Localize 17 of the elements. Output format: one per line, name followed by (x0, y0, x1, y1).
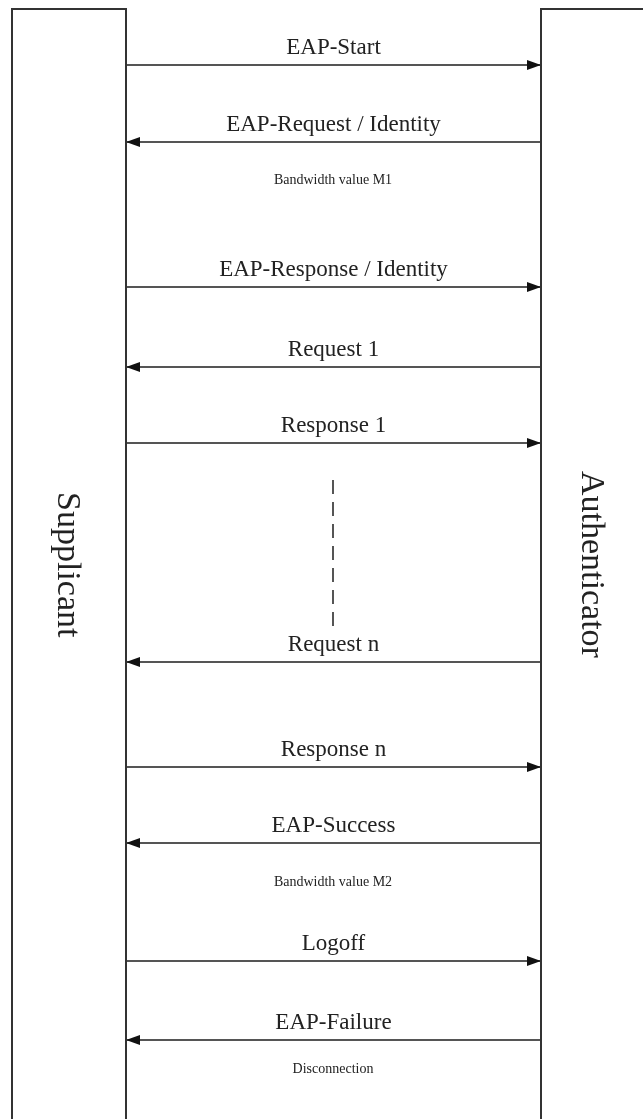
message-label: EAP-Success (271, 813, 396, 836)
message-label: EAP-Request / Identity (226, 112, 441, 135)
message-label: EAP-Start (286, 35, 381, 58)
message-label: Response n (280, 737, 387, 760)
note-text: Bandwidth value M2 (273, 875, 393, 889)
participant-label: Authenticator (573, 471, 612, 658)
note-text: Disconnection (292, 1062, 374, 1076)
lifeline-box (11, 8, 127, 1119)
note-text: Bandwidth value M1 (273, 173, 393, 187)
participant-label: Supplicant (50, 491, 88, 638)
message-label: EAP-Response / Identity (219, 257, 448, 280)
message-label: Response 1 (280, 413, 387, 436)
message-label: Request n (287, 632, 380, 655)
message-label: EAP-Failure (275, 1010, 392, 1033)
message-label: Logoff (301, 931, 366, 954)
message-label: Request 1 (287, 337, 380, 360)
lifeline-box (540, 8, 643, 1119)
